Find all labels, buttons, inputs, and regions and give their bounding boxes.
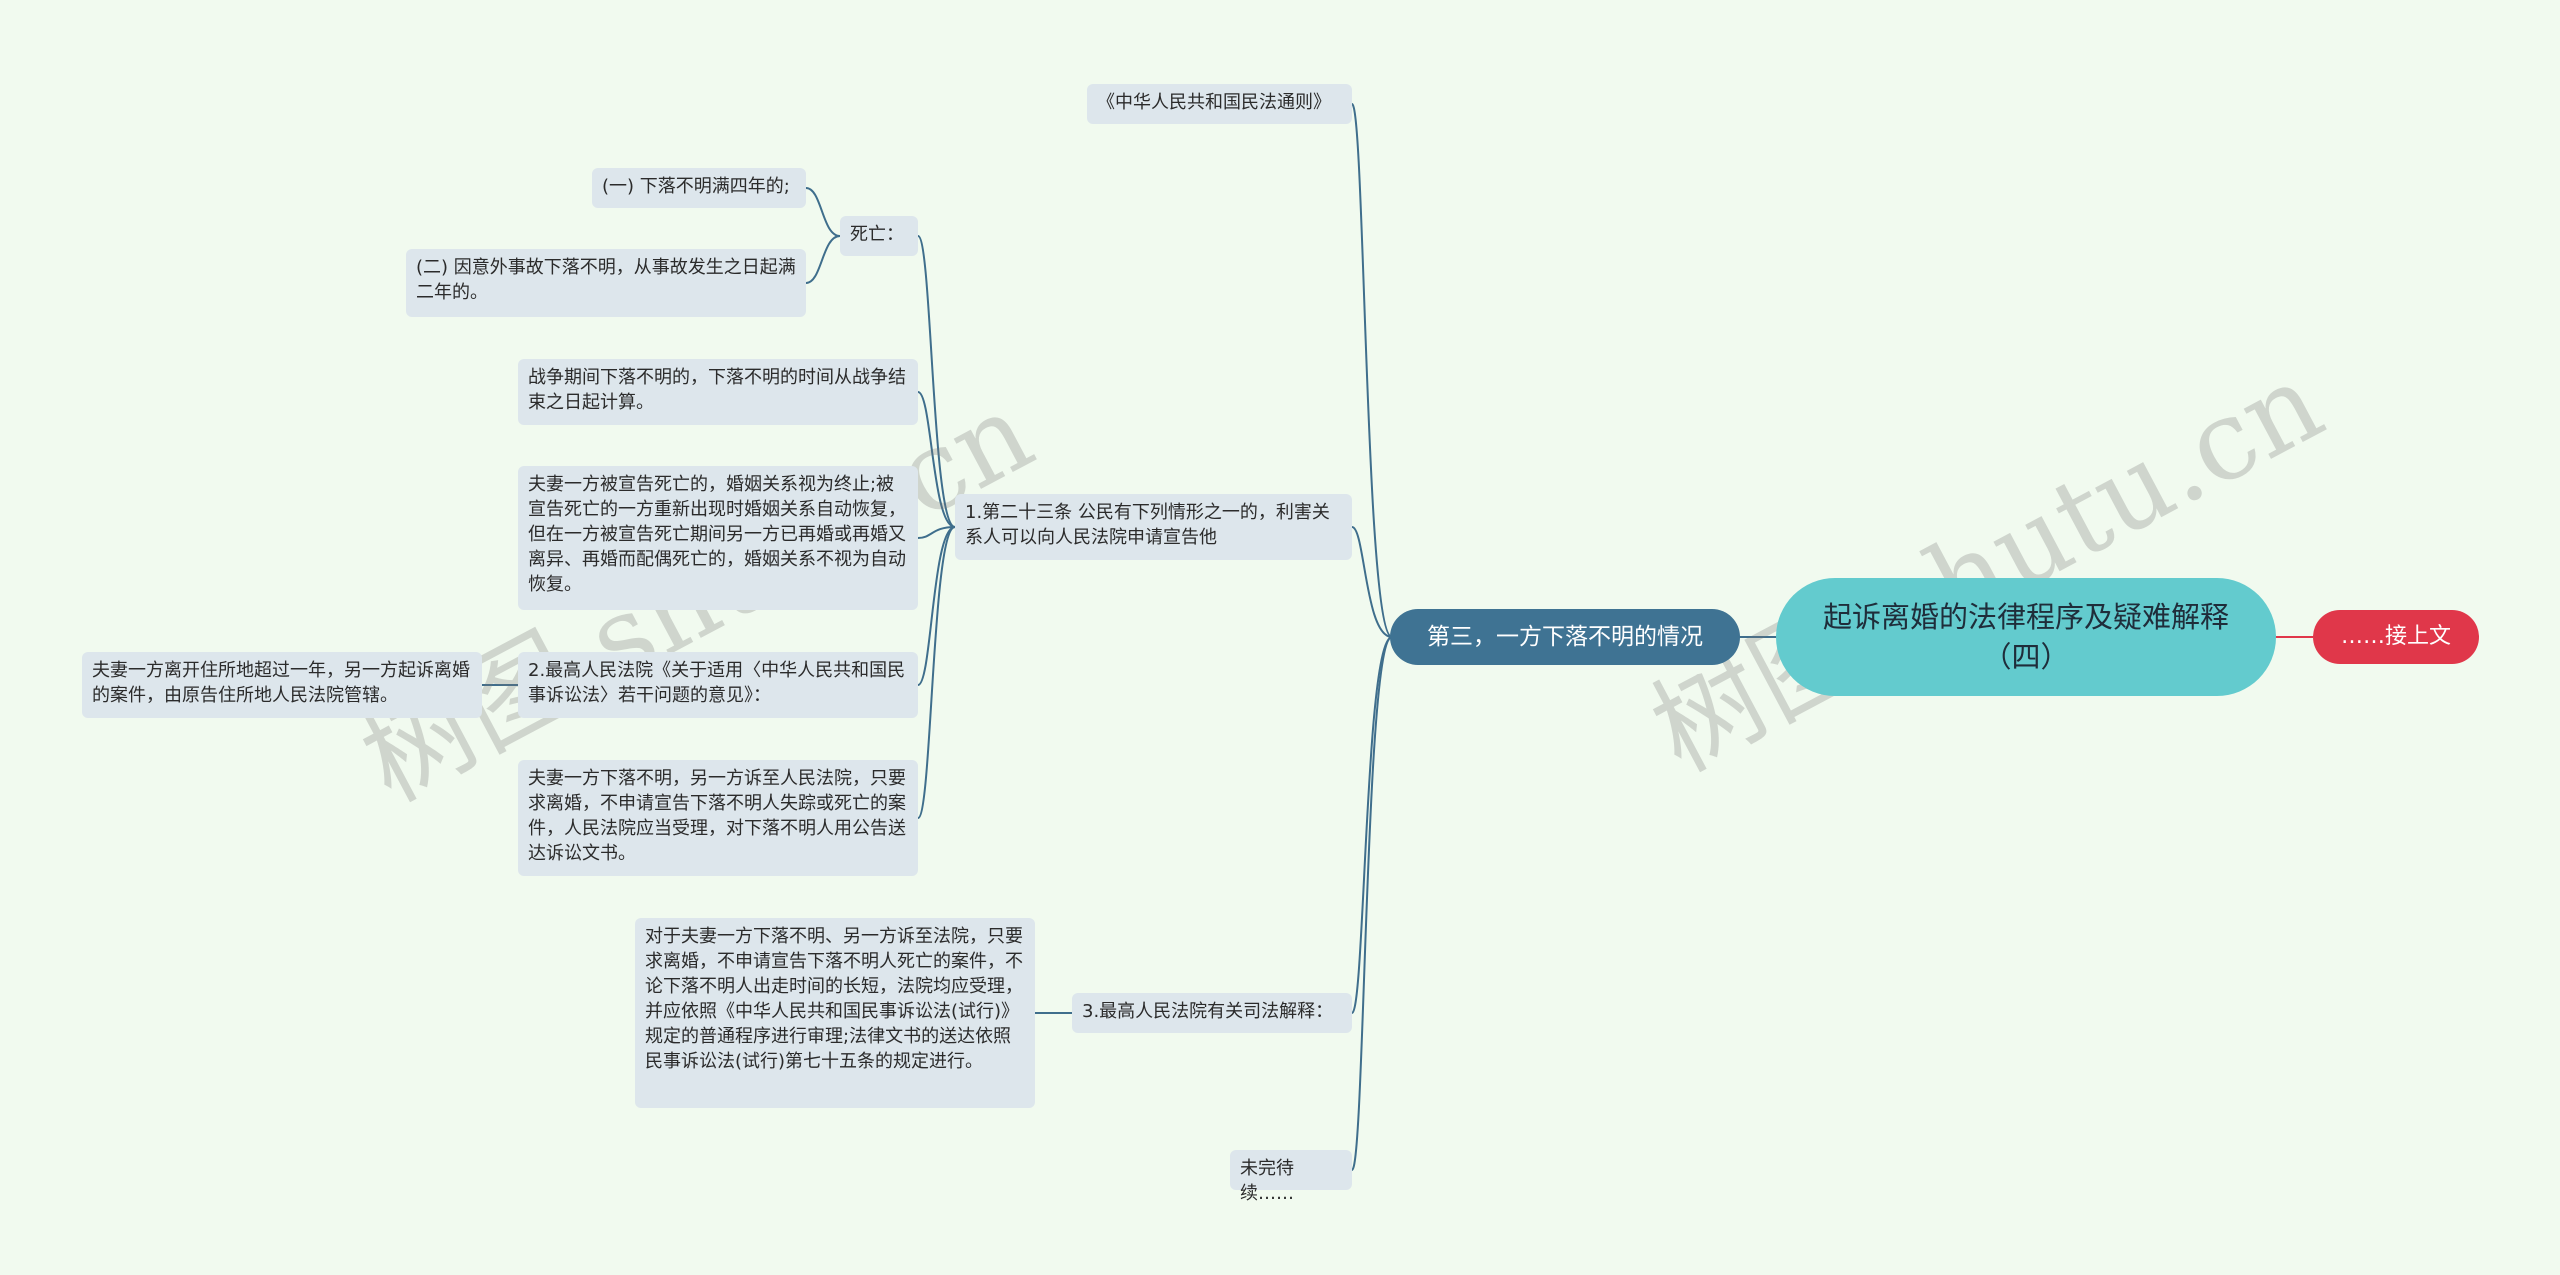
node-opinion-jurisdiction[interactable]: 夫妻一方离开住所地超过一年，另一方起诉离婚的案件，由原告住所地人民法院管辖。 xyxy=(82,652,482,718)
node-missing-divorce[interactable]: 夫妻一方下落不明，另一方诉至人民法院，只要求离婚，不申请宣告下落不明人失踪或死亡… xyxy=(518,760,918,876)
node-civil-law[interactable]: 《中华人民共和国民法通则》 xyxy=(1087,84,1352,124)
link-branch-law xyxy=(1351,103,1393,638)
node-to-be-continued[interactable]: 未完待续…… xyxy=(1230,1150,1352,1204)
link-branch-judicial xyxy=(1351,636,1393,1014)
node-death[interactable]: 死亡： xyxy=(840,216,918,256)
link-death-b xyxy=(805,235,841,284)
link-death-a xyxy=(805,187,841,237)
link-branch-art23 xyxy=(1351,526,1393,638)
previous-article-link[interactable]: ……接上文 xyxy=(2313,610,2479,664)
link-art23-death xyxy=(917,235,956,528)
node-article-23[interactable]: 1.第二十三条 公民有下列情形之一的，利害关系人可以向人民法院申请宣告他 xyxy=(955,494,1352,560)
link-art23-missing xyxy=(917,526,956,819)
node-spouse-declared-dead[interactable]: 夫妻一方被宣告死亡的，婚姻关系视为终止;被宣告死亡的一方重新出现时婚姻关系自动恢… xyxy=(518,466,918,610)
node-supreme-court-opinion[interactable]: 2.最高人民法院《关于适用〈中华人民共和国民事诉讼法〉若干问题的意见》： xyxy=(518,652,918,718)
node-death-condition-a[interactable]: (一) 下落不明满四年的; xyxy=(592,168,806,208)
link-art23-war xyxy=(917,391,956,528)
central-topic[interactable]: 起诉离婚的法律程序及疑难解释（四） xyxy=(1776,578,2276,696)
link-art23-spouse xyxy=(917,526,956,539)
branch-missing-spouse[interactable]: 第三，一方下落不明的情况 xyxy=(1390,609,1740,665)
node-judicial-interpretation[interactable]: 3.最高人民法院有关司法解释： xyxy=(1072,993,1352,1033)
link-branch-tbc xyxy=(1351,636,1393,1171)
node-death-condition-b[interactable]: (二) 因意外事故下落不明，从事故发生之日起满二年的。 xyxy=(406,249,806,317)
node-judicial-detail[interactable]: 对于夫妻一方下落不明、另一方诉至法院，只要求离婚，不申请宣告下落不明人死亡的案件… xyxy=(635,918,1035,1108)
link-art23-opinion xyxy=(917,526,956,686)
node-wartime[interactable]: 战争期间下落不明的，下落不明的时间从战争结束之日起计算。 xyxy=(518,359,918,425)
